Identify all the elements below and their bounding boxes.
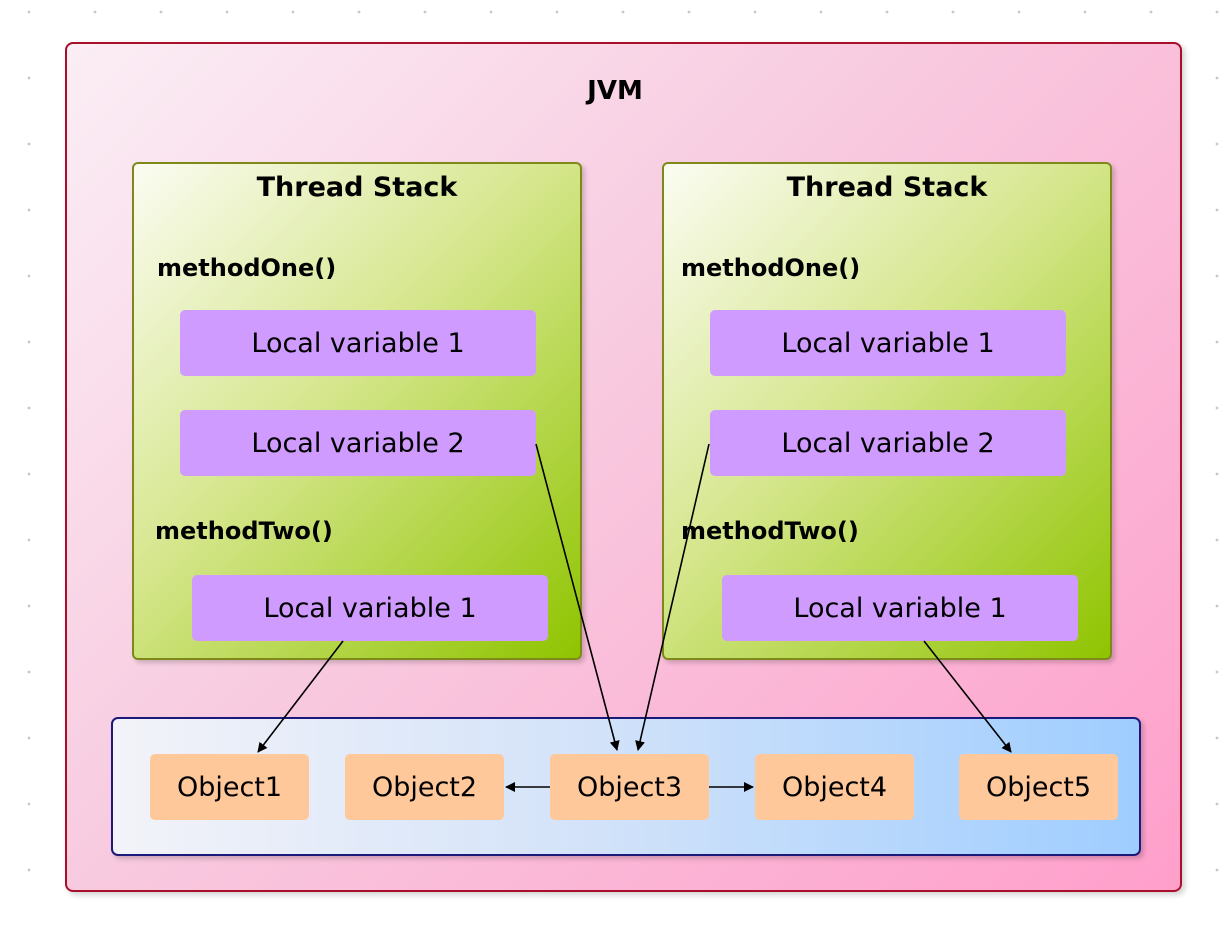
method-label-methodtwo: methodTwo()	[155, 517, 333, 545]
local-variable-box: Local variable 1	[180, 310, 536, 376]
thread-stack-left: Thread Stack methodOne() Local variable …	[132, 162, 582, 660]
local-variable-box: Local variable 2	[180, 410, 536, 476]
local-variable-box: Local variable 1	[722, 575, 1078, 641]
heap-object-4: Object4	[755, 754, 914, 820]
heap-object-2: Object2	[345, 754, 504, 820]
heap-object-1: Object1	[150, 754, 309, 820]
thread-stack-right: Thread Stack methodOne() Local variable …	[662, 162, 1112, 660]
method-label-methodone: methodOne()	[157, 254, 337, 282]
arrow-left-methodtwo-var1-to-object1	[257, 640, 344, 753]
jvm-title: JVM	[587, 76, 643, 106]
thread-stack-title: Thread Stack	[786, 172, 988, 203]
arrow-right-var2-to-object3	[635, 443, 710, 751]
method-label-methodtwo: methodTwo()	[681, 517, 859, 545]
arrow-left-var2-to-object3	[535, 443, 620, 751]
heap-object-3: Object3	[550, 754, 709, 820]
heap-object-5: Object5	[959, 754, 1118, 820]
local-variable-box: Local variable 1	[192, 575, 548, 641]
method-label-methodone: methodOne()	[681, 254, 861, 282]
local-variable-box: Local variable 2	[710, 410, 1066, 476]
local-variable-box: Local variable 1	[710, 310, 1066, 376]
thread-stack-title: Thread Stack	[256, 172, 458, 203]
arrow-right-methodtwo-var1-to-object5	[923, 640, 1012, 753]
